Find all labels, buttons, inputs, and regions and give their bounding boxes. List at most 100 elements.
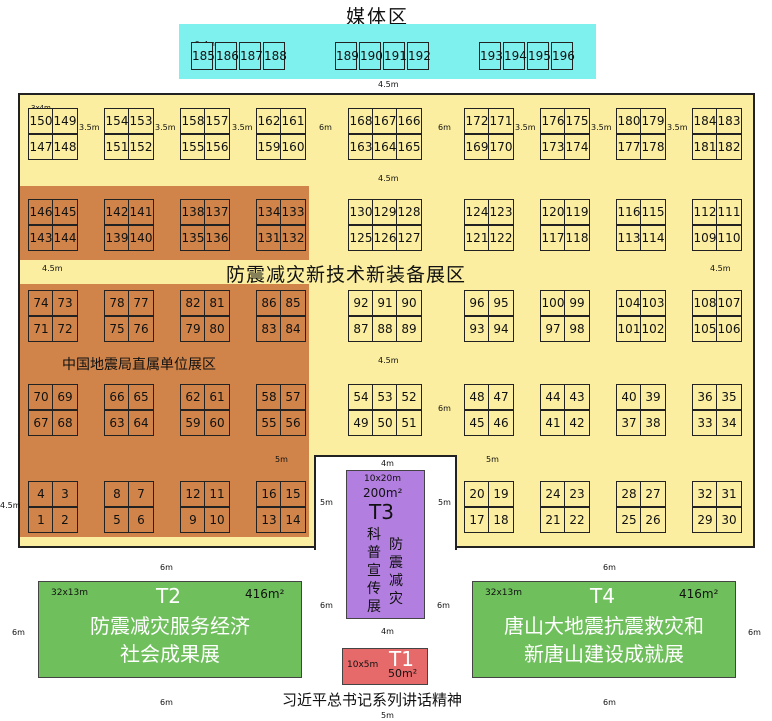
hall-t3 — [346, 470, 425, 619]
booth-34: 34 — [716, 410, 742, 436]
booth-168: 168 — [348, 108, 374, 134]
booth-110: 110 — [716, 225, 742, 251]
booth-170: 170 — [488, 134, 514, 160]
booth-60: 60 — [204, 410, 230, 436]
booth-93: 93 — [464, 316, 490, 342]
booth-95: 95 — [488, 290, 514, 316]
booth-104: 104 — [616, 290, 642, 316]
booth-13: 13 — [256, 507, 282, 533]
booth-31: 31 — [716, 481, 742, 507]
t4-size: 32x13m — [485, 588, 522, 598]
dist-t4-right: 6m — [748, 628, 761, 637]
booth-161: 161 — [280, 108, 306, 134]
booth-82: 82 — [180, 290, 206, 316]
booth-49: 49 — [348, 410, 374, 436]
t2-name-2: 社会成果展 — [120, 642, 220, 666]
booth-130: 130 — [348, 199, 374, 225]
booth-123: 123 — [488, 199, 514, 225]
dist-r4-mid: 6m — [438, 404, 451, 413]
booth-158: 158 — [180, 108, 206, 134]
booth-51: 51 — [396, 410, 422, 436]
booth-55: 55 — [256, 410, 282, 436]
booth-152: 152 — [128, 134, 154, 160]
booth-70: 70 — [28, 384, 54, 410]
booth-28: 28 — [616, 481, 642, 507]
booth-73: 73 — [52, 290, 78, 316]
booth-174: 174 — [564, 134, 590, 160]
booth-2: 2 — [52, 507, 78, 533]
main-zone-title: 防震减灾新技术新装备展区 — [226, 264, 467, 286]
media-zone-title: 媒体区 — [346, 6, 410, 28]
dist-r5-right: 5m — [486, 455, 499, 464]
booth-128: 128 — [396, 199, 422, 225]
booth-71: 71 — [28, 316, 54, 342]
booth-43: 43 — [564, 384, 590, 410]
t3-area: 200m² — [363, 486, 403, 500]
booth-133: 133 — [280, 199, 306, 225]
booth-32: 32 — [692, 481, 718, 507]
booth-62: 62 — [180, 384, 206, 410]
booth-125: 125 — [348, 225, 374, 251]
dist-aisle-1: 4.5m — [378, 174, 399, 183]
booth-87: 87 — [348, 316, 374, 342]
booth-144: 144 — [52, 225, 78, 251]
booth-139: 139 — [104, 225, 130, 251]
t3-col2: 防震减灾 — [389, 537, 403, 607]
booth-75: 75 — [104, 316, 130, 342]
booth-80: 80 — [204, 316, 230, 342]
booth-17: 17 — [464, 507, 490, 533]
media-booth-190: 190 — [359, 42, 383, 70]
booth-72: 72 — [52, 316, 78, 342]
booth-107: 107 — [716, 290, 742, 316]
booth-126: 126 — [372, 225, 398, 251]
booth-127: 127 — [396, 225, 422, 251]
booth-81: 81 — [204, 290, 230, 316]
t3-code: T3 — [369, 500, 394, 524]
booth-83: 83 — [256, 316, 282, 342]
booth-173: 173 — [540, 134, 566, 160]
booth-58: 58 — [256, 384, 282, 410]
booth-10: 10 — [204, 507, 230, 533]
booth-33: 33 — [692, 410, 718, 436]
booth-106: 106 — [716, 316, 742, 342]
booth-14: 14 — [280, 507, 306, 533]
booth-76: 76 — [128, 316, 154, 342]
booth-22: 22 — [564, 507, 590, 533]
booth-150: 150 — [28, 108, 54, 134]
booth-7: 7 — [128, 481, 154, 507]
booth-42: 42 — [564, 410, 590, 436]
booth-131: 131 — [256, 225, 282, 251]
booth-26: 26 — [640, 507, 666, 533]
media-booth-186: 186 — [215, 42, 239, 70]
t1-size: 10x5m — [347, 660, 379, 670]
booth-145: 145 — [52, 199, 78, 225]
dist-aisle-2l: 4.5m — [42, 264, 63, 273]
booth-27: 27 — [640, 481, 666, 507]
booth-136: 136 — [204, 225, 230, 251]
t4-code: T4 — [590, 584, 615, 608]
booth-5: 5 — [104, 507, 130, 533]
booth-54: 54 — [348, 384, 374, 410]
booth-90: 90 — [396, 290, 422, 316]
media-booth-187: 187 — [239, 42, 263, 70]
booth-16: 16 — [256, 481, 282, 507]
media-booth-191: 191 — [383, 42, 407, 70]
booth-23: 23 — [564, 481, 590, 507]
booth-64: 64 — [128, 410, 154, 436]
dist-t3-right: 5m — [438, 498, 451, 507]
booth-84: 84 — [280, 316, 306, 342]
booth-172: 172 — [464, 108, 490, 134]
booth-155: 155 — [180, 134, 206, 160]
booth-165: 165 — [396, 134, 422, 160]
booth-96: 96 — [464, 290, 490, 316]
booth-166: 166 — [396, 108, 422, 134]
booth-3: 3 — [52, 481, 78, 507]
booth-4: 4 — [28, 481, 54, 507]
booth-167: 167 — [372, 108, 398, 134]
booth-149: 149 — [52, 108, 78, 134]
booth-137: 137 — [204, 199, 230, 225]
bottom-title: 习近平总书记系列讲话精神 — [282, 691, 463, 709]
booth-118: 118 — [564, 225, 590, 251]
booth-6: 6 — [128, 507, 154, 533]
booth-124: 124 — [464, 199, 490, 225]
